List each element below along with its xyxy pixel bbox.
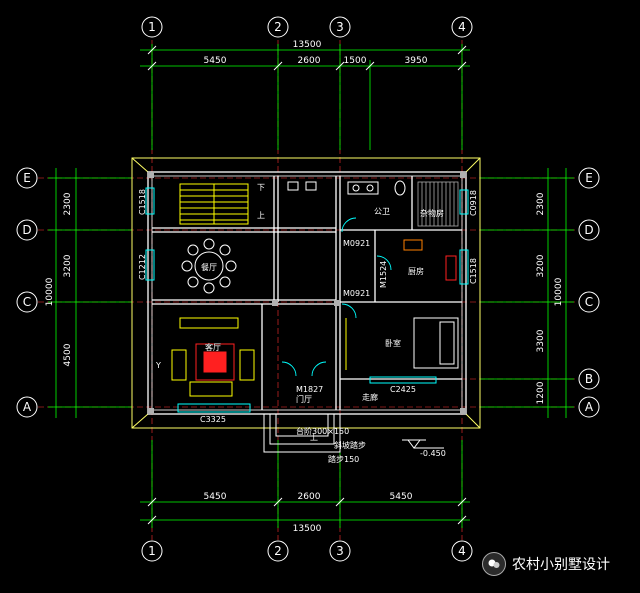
dim-right-4: 1200 [536,381,546,404]
code-m1827: M1827 [296,385,323,394]
bedroom-label: 卧室 [385,338,401,348]
doors [281,217,392,377]
axis-label-left-C: C [23,295,31,309]
living-label: 客厅 [205,342,221,352]
dim-right-2: 3200 [536,254,546,277]
columns [148,172,466,414]
elevation-label: -0.450 [420,449,446,458]
stair-down-label: 下 [257,183,265,192]
axis-label-right-C: C [585,295,593,309]
code-c3325: C3325 [200,415,226,424]
axis-lines [38,40,578,540]
axis-label-bottom-1: 1 [148,544,156,558]
dim-right-total: 10000 [554,277,564,306]
dim-top-total: 13500 [293,40,322,50]
code-rise-note: 踏步150 [328,454,359,464]
dim-left-total: 10000 [45,277,55,306]
watermark-text: 农村小别墅设计 [512,557,610,573]
dim-top-3: 1500 [344,56,367,66]
dim-top-1: 5450 [204,56,227,66]
living-furniture [171,317,255,397]
bath-fixtures [287,180,406,196]
code-m1524: M1524 [379,261,388,288]
bedroom-bed [345,317,459,370]
dim-bottom-3: 5450 [390,492,413,502]
axis-label-top-3: 3 [336,20,344,34]
code-c2425: C2425 [390,385,416,394]
kitchen-label: 厨房 [408,266,424,276]
code-step-note: 台阶300×150 [296,426,349,436]
axis-label-right-E: E [585,171,593,185]
dim-top-4: 3950 [405,56,428,66]
stair-up-label: 上 [257,211,265,220]
code-c1212: C1212 [138,254,147,280]
code-m0921-a: M0921 [343,239,370,248]
stairs [179,183,249,225]
code-c0918: C0918 [469,190,478,216]
storage-label: 杂物房 [420,208,444,218]
code-c1518-left: C1518 [138,189,147,215]
walls [147,171,467,415]
watermark: 农村小别墅设计 [482,552,610,576]
axis-label-bottom-4: 4 [458,544,466,558]
axis-label-right-D: D [584,223,593,237]
dim-right-1: 2300 [536,192,546,215]
axis-label-top-4: 4 [458,20,466,34]
entry-steps [263,413,341,453]
roof-outline [131,157,481,429]
kitchen-fixtures [403,239,457,281]
code-m0921-b: M0921 [343,289,370,298]
dim-bottom-2: 2600 [298,492,321,502]
axis-label-left-E: E [23,171,31,185]
dimension-lines [48,44,574,528]
elevation-marker [402,439,444,449]
dim-left-1: 2300 [63,192,73,215]
storage-hatch [417,181,459,227]
code-c1518-right: C1518 [469,258,478,284]
dim-left-3: 4500 [63,343,73,366]
code-slope-note: 斜坡踏步 [334,440,366,450]
dim-bottom-total: 13500 [293,524,322,534]
dim-top-2: 2600 [298,56,321,66]
dining-table [181,238,237,294]
dimension-ticks [147,45,467,525]
axis-bubbles [16,16,600,562]
axis-label-right-A: A [585,400,594,414]
direction-marker: Y [155,361,161,370]
dim-bottom-1: 5450 [204,492,227,502]
axis-label-right-B: B [585,372,593,386]
corridor-label: 走廊 [362,392,378,402]
axis-label-left-D: D [22,223,31,237]
dim-right-3: 3300 [536,329,546,352]
axis-label-top-2: 2 [274,20,282,34]
dining-label: 餐厅 [201,263,217,272]
step-up-label: 上 [310,433,318,442]
axis-label-top-1: 1 [148,20,156,34]
bath-label: 公卫 [374,207,390,216]
axis-label-left-A: A [23,400,32,414]
dim-left-2: 3200 [63,254,73,277]
axis-label-bottom-3: 3 [336,544,344,558]
foyer-label: 门厅 [296,394,312,404]
windows [145,187,469,413]
wechat-icon [482,552,506,576]
axis-label-bottom-2: 2 [274,544,282,558]
